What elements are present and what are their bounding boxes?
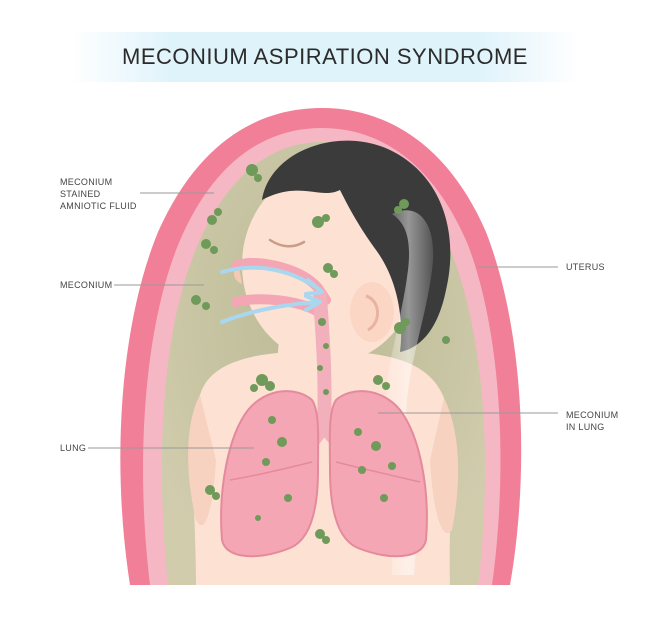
- airflow-arrow-lower-head: [304, 294, 322, 312]
- airflow-arrow-upper-head: [304, 278, 324, 296]
- title-banner: MECONIUM ASPIRATION SYNDROME: [70, 32, 580, 82]
- airflow-arrow-lower: [220, 300, 320, 324]
- label-meconium-in-lung: MECONIUM IN LUNG: [566, 410, 619, 432]
- baby-ear: [350, 282, 394, 342]
- baby-eye: [268, 238, 306, 248]
- baby-right-arm: [430, 398, 459, 533]
- label-lung: LUNG: [60, 443, 87, 453]
- label-meconium-stained-fluid: MECONIUM STAINED AMNIOTIC FLUID: [60, 177, 137, 211]
- lung-fissure-right: [335, 461, 421, 483]
- meconium-particles: [191, 164, 450, 544]
- label-uterus: UTERUS: [566, 262, 605, 272]
- baby-ear-inner: [365, 294, 379, 332]
- page-title: MECONIUM ASPIRATION SYNDROME: [122, 44, 528, 69]
- left-lung: [220, 390, 320, 558]
- leader-lines: [88, 192, 558, 449]
- lung-fissure-left: [229, 461, 313, 481]
- label-meconium: MECONIUM: [60, 280, 113, 290]
- trachea: [313, 289, 332, 437]
- baby-hair: [262, 140, 451, 352]
